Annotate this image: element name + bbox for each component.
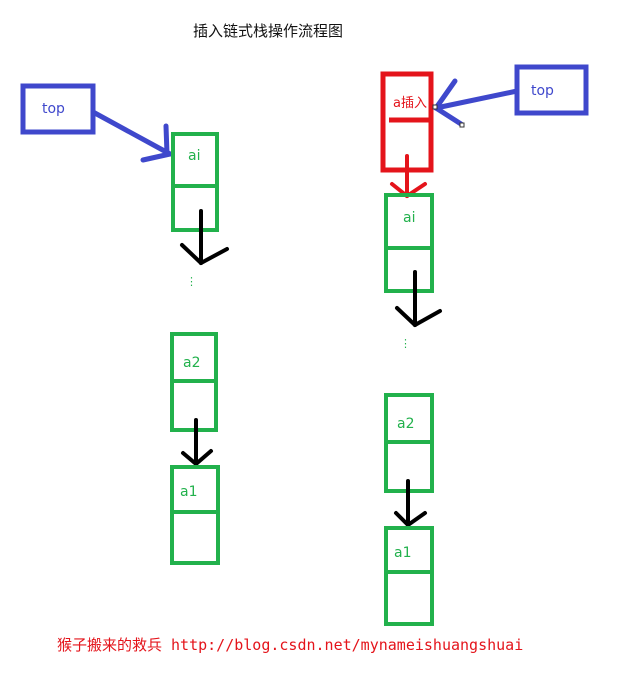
right-node-a1 <box>384 526 434 626</box>
right-node-ai-label: ai <box>403 210 416 226</box>
right-top-label: top <box>531 83 554 99</box>
right-new-node-arrow <box>390 154 427 198</box>
right-link-arrow-1 <box>395 270 442 327</box>
left-top-arrow <box>90 109 173 163</box>
left-node-a1-label: a1 <box>180 484 198 500</box>
left-ellipsis: ⋮ <box>186 275 197 288</box>
left-node-a2-label: a2 <box>183 355 201 371</box>
left-node-ai-label: ai <box>188 148 201 164</box>
right-node-a1-label: a1 <box>394 545 412 561</box>
left-node-ai <box>171 132 219 232</box>
right-node-a2-label: a2 <box>397 416 415 432</box>
selection-handle <box>459 122 465 128</box>
left-top-label: top <box>42 101 65 117</box>
left-node-a1 <box>170 465 220 565</box>
right-link-arrow-2 <box>394 479 427 527</box>
selection-handle <box>432 104 438 110</box>
right-node-a2 <box>384 393 434 493</box>
diagram-title: 插入链式栈操作流程图 <box>193 22 344 40</box>
left-link-arrow-2 <box>181 418 213 466</box>
right-new-node-label: a插入 <box>393 96 427 111</box>
left-link-arrow-1 <box>180 209 229 265</box>
right-node-ai <box>384 193 434 293</box>
left-node-a2 <box>170 332 218 432</box>
right-ellipsis: ⋮ <box>400 337 411 350</box>
right-top-arrow <box>433 78 520 127</box>
footer-credit: 猴子搬来的救兵 http://blog.csdn.net/mynameishua… <box>57 636 524 654</box>
left-top-box <box>20 83 96 135</box>
